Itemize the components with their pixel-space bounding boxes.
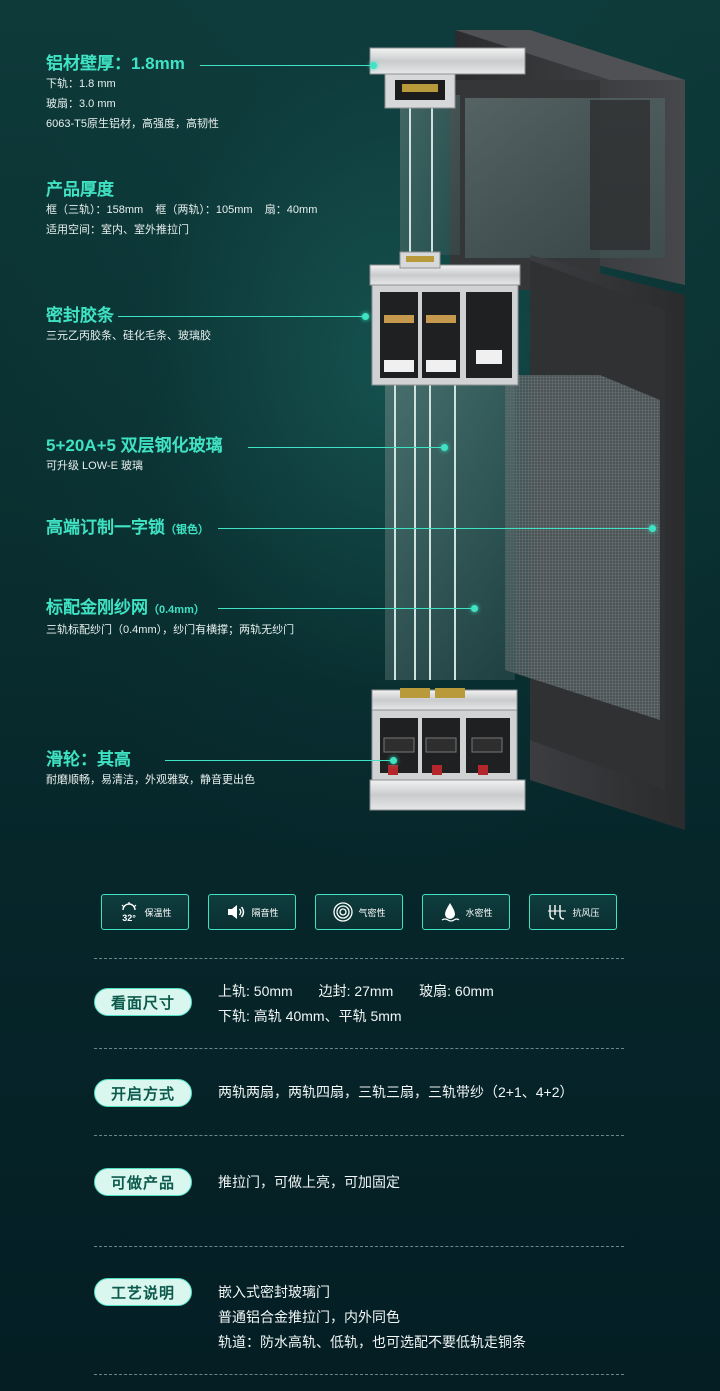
feature-sealing: 密封胶条 三元乙丙胶条、硅化毛条、玻璃胶 — [46, 306, 211, 346]
feature-line: 三元乙丙胶条、硅化毛条、玻璃胶 — [46, 330, 211, 342]
feature-title: 高端订制一字锁（银色） — [46, 518, 209, 540]
leader-dot-wall-thickness — [369, 61, 377, 69]
leader-line-mesh — [218, 608, 474, 609]
divider — [94, 1135, 624, 1136]
spec-text-products: 推拉门，可做上亮，可加固定 — [218, 1170, 400, 1195]
bottom-aluminum-section — [369, 688, 526, 811]
feature-thickness: 产品厚度 框（三轨）：158mm 框（两轨）：105mm 扇：40mm 适用空间… — [46, 180, 317, 240]
spec-label-craft: 工艺说明 — [94, 1278, 192, 1306]
spec-value: 推拉门，可做上亮，可加固定 — [218, 1174, 400, 1190]
feature-title: 产品厚度 — [46, 180, 114, 199]
spec-value: 玻扇: 60mm — [419, 983, 494, 999]
feature-title-small: （0.4mm） — [148, 604, 205, 616]
spec-value: 下轨: 高轨 40mm、平轨 5mm — [218, 1008, 402, 1024]
badge-label: 水密性 — [465, 907, 493, 918]
spec-value: 嵌入式密封玻璃门 — [218, 1284, 330, 1300]
spec-value: 上轨: 50mm — [218, 983, 293, 999]
badge-label: 保温性 — [144, 907, 172, 918]
feature-line: 下轨：1.8 mm — [46, 78, 116, 90]
feature-glass: 5+20A+5 双层钢化玻璃 可升级 LOW-E 玻璃 — [46, 436, 223, 476]
leader-dot-glass — [440, 443, 448, 451]
feature-title-main: 高端订制一字锁 — [46, 518, 165, 537]
badge-soundproof: 隔音性 — [208, 894, 296, 930]
feature-line: 可升级 LOW-E 玻璃 — [46, 460, 143, 472]
leader-line-lock — [218, 528, 652, 529]
badge-icon-text: 32° — [123, 913, 137, 923]
screen-mesh — [505, 375, 660, 720]
top-frame-block — [450, 30, 685, 290]
spec-label-opening-method: 开启方式 — [94, 1079, 192, 1107]
feature-line: 适用空间：室内、室外推拉门 — [46, 224, 189, 236]
leader-dot-lock — [648, 524, 656, 532]
speaker-icon — [225, 901, 247, 923]
airtight-rings-icon — [332, 901, 354, 923]
divider — [94, 1246, 624, 1247]
divider — [94, 1048, 624, 1049]
spec-label-view-size: 看面尺寸 — [94, 988, 192, 1016]
feature-line: 三轨标配纱门（0.4mm），纱门有横撑；两轨无纱门 — [46, 624, 295, 636]
divider — [94, 1374, 624, 1375]
spec-value: 轨道：防水高轨、低轨，也可选配不要低轨走铜条 — [218, 1334, 526, 1350]
leader-dot-pulley — [389, 756, 397, 764]
glass-panes — [385, 95, 515, 680]
feature-line: 框（三轨）：158mm 框（两轨）：105mm 扇：40mm — [46, 204, 318, 216]
feature-lock: 高端订制一字锁（银色） — [46, 518, 209, 540]
leader-line-wall-thickness — [200, 65, 373, 66]
leader-line-sealing — [118, 316, 365, 317]
window-profile-illustration — [369, 30, 685, 830]
badge-wind-pressure: 抗风压 — [529, 894, 617, 930]
feature-title: 5+20A+5 双层钢化玻璃 — [46, 436, 223, 455]
water-drop-icon — [439, 901, 461, 923]
leader-dot-sealing — [361, 312, 369, 320]
spec-text-opening-method: 两轨两扇，两轨四扇，三轨三扇，三轨带纱（2+1、4+2） — [218, 1080, 574, 1105]
badge-watertight: 水密性 — [422, 894, 510, 930]
badge-label: 隔音性 — [251, 907, 279, 918]
spec-value: 普通铝合金推拉门，内外同色 — [218, 1309, 400, 1325]
badge-insulation: 32° 保温性 — [101, 894, 189, 930]
badge-label: 气密性 — [358, 907, 386, 918]
feature-title: 铝材壁厚：1.8mm — [46, 54, 185, 73]
feature-wall-thickness: 铝材壁厚：1.8mm 下轨：1.8 mm 玻扇：3.0 mm 6063-T5原生… — [46, 54, 219, 134]
top-aluminum-section — [369, 47, 526, 109]
feature-title-small: （银色） — [165, 524, 209, 536]
middle-aluminum-section — [369, 251, 521, 386]
spec-value: 两轨两扇，两轨四扇，三轨三扇，三轨带纱（2+1、4+2） — [218, 1084, 574, 1100]
feature-line: 6063-T5原生铝材，高强度，高韧性 — [46, 118, 219, 130]
feature-mesh: 标配金刚纱网（0.4mm） 三轨标配纱门（0.4mm），纱门有横撑；两轨无纱门 — [46, 598, 294, 640]
leader-dot-mesh — [470, 604, 478, 612]
feature-title-main: 标配金刚纱网 — [46, 598, 148, 617]
spec-text-craft: 嵌入式密封玻璃门 普通铝合金推拉门，内外同色 轨道：防水高轨、低轨，也可选配不要… — [218, 1280, 526, 1355]
spec-text-view-size: 上轨: 50mm 边封: 27mm 玻扇: 60mm 下轨: 高轨 40mm、平… — [218, 979, 494, 1029]
feature-title: 滑轮：其高 — [46, 750, 131, 769]
feature-title: 标配金刚纱网（0.4mm） — [46, 598, 294, 620]
leader-line-glass — [248, 447, 444, 448]
feature-line: 耐磨顺畅，易清洁，外观雅致，静音更出色 — [46, 774, 255, 786]
wind-pressure-icon — [546, 901, 568, 923]
divider — [94, 958, 624, 959]
spec-value: 边封: 27mm — [318, 983, 394, 999]
badge-airtight: 气密性 — [315, 894, 403, 930]
badge-label: 抗风压 — [572, 907, 600, 918]
leader-line-pulley — [165, 760, 393, 761]
thermometer-sun-icon: 32° — [118, 901, 140, 923]
feature-title: 密封胶条 — [46, 306, 114, 325]
property-badges: 32° 保温性 隔音性 气密性 — [101, 894, 621, 932]
feature-pulley: 滑轮：其高 耐磨顺畅，易清洁，外观雅致，静音更出色 — [46, 750, 255, 790]
spec-label-products: 可做产品 — [94, 1168, 192, 1196]
feature-line: 玻扇：3.0 mm — [46, 98, 116, 110]
